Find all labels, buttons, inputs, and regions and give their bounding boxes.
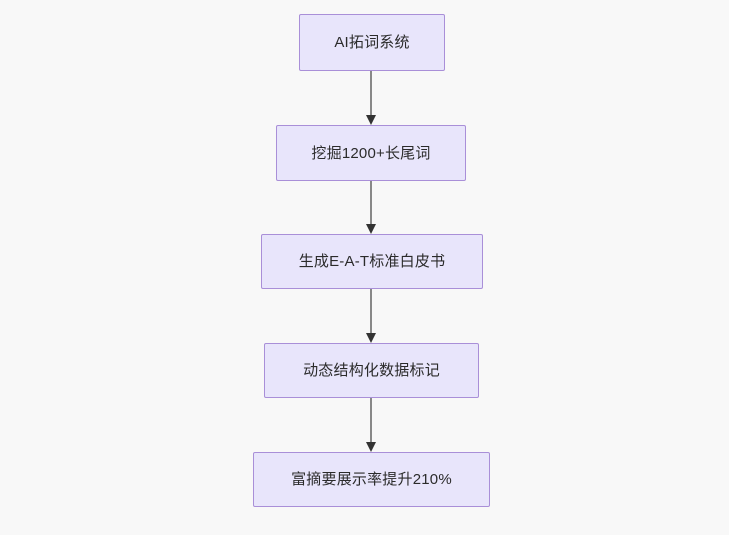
flowchart-node-mine-longtail-keywords[interactable]: 挖掘1200+长尾词 [276,125,466,181]
node-label: 生成E-A-T标准白皮书 [298,253,446,270]
flowchart-node-ai-keyword-system[interactable]: AI拓词系统 [299,14,445,71]
edge-n1-n2 [365,71,377,125]
edge-n3-n4 [365,289,377,343]
node-label: 动态结构化数据标记 [303,362,440,379]
node-label: 挖掘1200+长尾词 [311,144,431,162]
flowchart-node-rich-snippet-impression-lift[interactable]: 富摘要展示率提升210% [253,452,490,507]
edge-n2-n3 [365,181,377,234]
node-label: AI拓词系统 [334,34,410,51]
node-label: 富摘要展示率提升210% [291,471,452,488]
flowchart-node-generate-eat-whitepaper[interactable]: 生成E-A-T标准白皮书 [261,234,483,289]
edge-n4-n5 [365,398,377,452]
flowchart-node-dynamic-structured-data-markup[interactable]: 动态结构化数据标记 [264,343,479,398]
